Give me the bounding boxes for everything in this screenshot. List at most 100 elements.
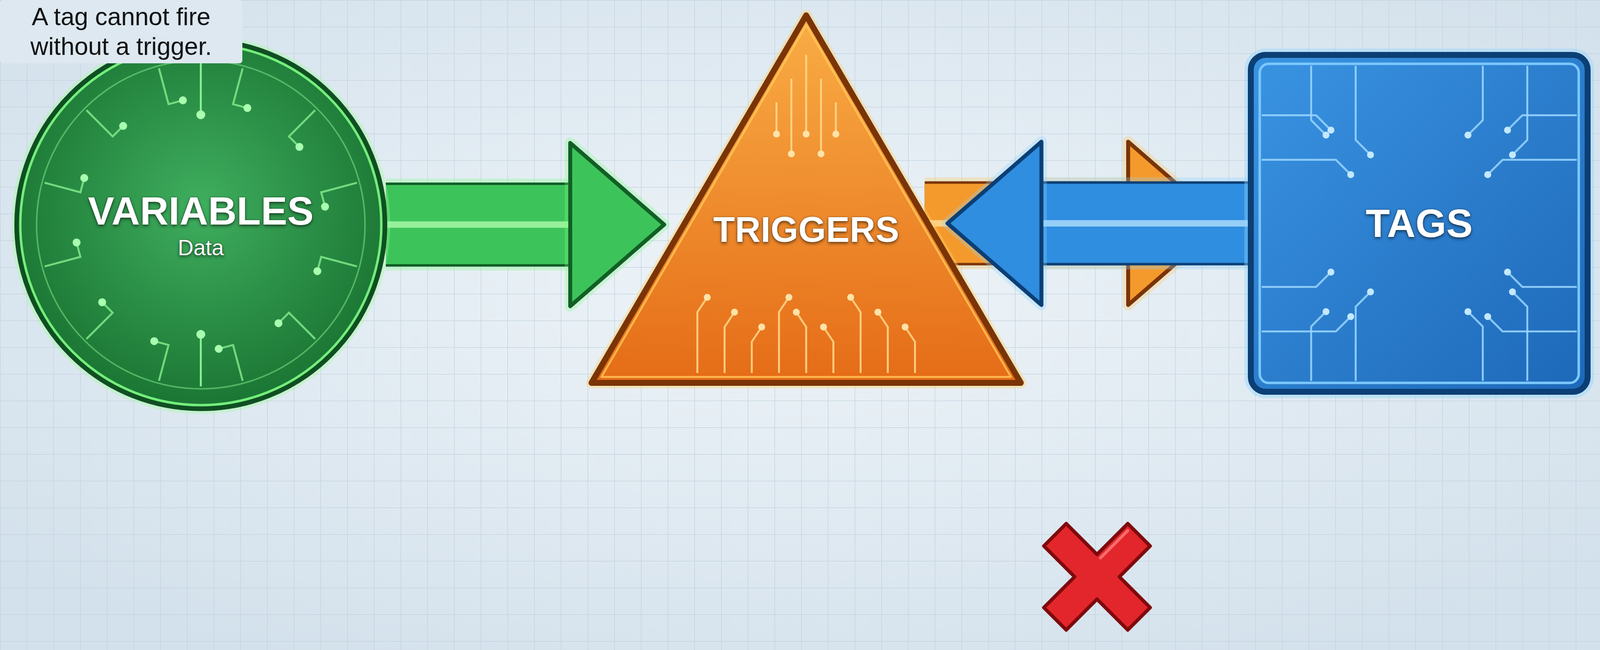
circuit-trace xyxy=(86,302,113,339)
circuit-trace xyxy=(1311,65,1326,136)
cross-highlight xyxy=(1100,530,1128,558)
circuit-dot xyxy=(1484,313,1492,320)
node-title: VARIABLES xyxy=(88,189,314,233)
circuit-dot xyxy=(703,293,711,301)
circuit-dot xyxy=(80,174,89,183)
shape-outline xyxy=(586,10,1026,388)
red-cross xyxy=(1012,492,1181,650)
circuit-trace xyxy=(1467,65,1483,136)
circuit-trace xyxy=(805,54,808,135)
circuit-dot xyxy=(847,293,855,301)
circuit-dot xyxy=(1367,288,1374,296)
circuit-dot xyxy=(820,323,827,331)
arrow-highlight xyxy=(1039,220,1250,227)
triggers-triangle: TRIGGERS xyxy=(586,10,1026,388)
arrow-outline xyxy=(1039,181,1250,266)
circuit-dot xyxy=(832,130,840,138)
circuit-trace xyxy=(1487,159,1577,175)
circuit-trace xyxy=(1261,316,1351,332)
circuit-dot xyxy=(295,142,304,151)
circuit-dot xyxy=(1464,131,1472,139)
circuit-dot xyxy=(1322,131,1330,139)
circuit-dot xyxy=(1347,313,1355,320)
circuit-dot xyxy=(98,298,107,307)
red-cross-shape xyxy=(1012,492,1181,650)
circuit-dot xyxy=(1508,288,1516,296)
box-glow xyxy=(1248,52,1590,394)
circuit-dot xyxy=(274,319,283,327)
circuit-dot xyxy=(1367,151,1374,159)
circuit-dot xyxy=(1322,308,1330,316)
arrow-shaft xyxy=(385,184,573,265)
circuit-trace xyxy=(86,110,124,137)
circuit-trace xyxy=(1507,115,1577,131)
circuit-trace xyxy=(724,312,735,373)
circuit-dot xyxy=(1327,126,1335,134)
circuit-dot xyxy=(243,103,252,112)
circuit-dot xyxy=(874,308,882,316)
circle-glow xyxy=(14,38,387,411)
circuit-dot xyxy=(817,150,825,158)
arrow-glow xyxy=(1039,177,1250,270)
circuit-dot xyxy=(72,238,81,247)
circuit-trace xyxy=(1355,291,1371,381)
node-subtitle: Data xyxy=(178,235,225,260)
box-body xyxy=(1250,54,1588,392)
circuit-trace xyxy=(199,62,202,115)
circuit-dot xyxy=(1347,171,1355,179)
circuit-dot xyxy=(1327,268,1335,276)
circuit-trace xyxy=(1261,159,1351,175)
block-arrow xyxy=(385,142,665,307)
circuit-dot xyxy=(313,267,322,275)
circuit-dot xyxy=(119,122,128,131)
circuit-dot xyxy=(1504,268,1511,276)
circuit-trace xyxy=(834,102,837,135)
variables-circle: VARIABLESData xyxy=(11,35,390,414)
circuit-trace xyxy=(1487,316,1577,332)
circuit-dot xyxy=(802,130,810,138)
circuit-trace xyxy=(790,78,793,154)
circuit-trace xyxy=(778,297,789,373)
arrow-highlight xyxy=(385,221,573,229)
circuit-trace xyxy=(1311,311,1326,381)
arrow-outline xyxy=(385,182,573,267)
circuit-trace xyxy=(1355,65,1371,155)
triangle-body xyxy=(591,15,1021,383)
circuit-dot xyxy=(758,323,766,331)
circuit-trace xyxy=(877,312,888,373)
circuit-trace xyxy=(905,326,915,373)
circuit-trace xyxy=(850,297,861,373)
circle-body xyxy=(16,40,385,409)
circuit-trace xyxy=(232,68,248,108)
circuit-dot xyxy=(1504,126,1511,134)
circuit-dot xyxy=(1508,151,1516,159)
node-title: TRIGGERS xyxy=(713,210,900,250)
circuit-trace xyxy=(823,326,834,373)
circuit-trace xyxy=(775,102,778,135)
circle-rim xyxy=(20,44,382,406)
node-title: TAGS xyxy=(1365,201,1473,246)
circuit-dot xyxy=(179,96,187,105)
circuit-trace xyxy=(1512,291,1528,381)
circuit-dot xyxy=(150,337,159,346)
circuit-dot xyxy=(214,344,223,353)
circuit-trace xyxy=(796,312,807,373)
circuit-dot xyxy=(773,130,780,138)
circuit-dot xyxy=(787,150,795,158)
triangle-rim xyxy=(601,25,1011,377)
edge-label: A tag cannot fire without a trigger. xyxy=(0,0,243,64)
box-rim xyxy=(1259,63,1579,383)
circuit-dot xyxy=(1484,171,1492,179)
circuit-trace xyxy=(317,256,358,272)
circuit-trace xyxy=(278,312,316,339)
circuit-trace xyxy=(1467,311,1483,381)
block-arrow xyxy=(947,141,1250,306)
circuit-dot xyxy=(196,329,206,339)
tags-box: TAGS xyxy=(1246,50,1592,396)
circuit-dot xyxy=(792,308,800,316)
circuit-trace xyxy=(199,334,202,387)
